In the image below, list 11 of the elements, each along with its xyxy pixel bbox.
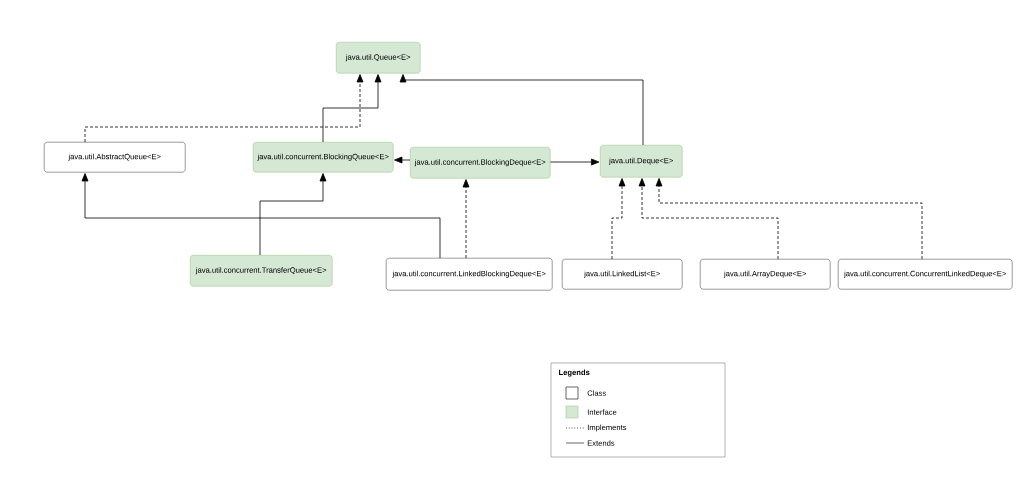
extends-arrow (550, 158, 600, 166)
extends-arrow (322, 74, 382, 143)
extends-arrow (259, 173, 327, 256)
implements-arrow (611, 178, 626, 260)
extends-arrow (399, 74, 644, 146)
implements-arrow (638, 178, 779, 260)
extends-arrow (394, 156, 411, 164)
implements-arrow (655, 178, 923, 260)
extends-arrow (81, 173, 441, 259)
implements-arrow (462, 179, 470, 259)
implements-arrow (84, 74, 364, 143)
